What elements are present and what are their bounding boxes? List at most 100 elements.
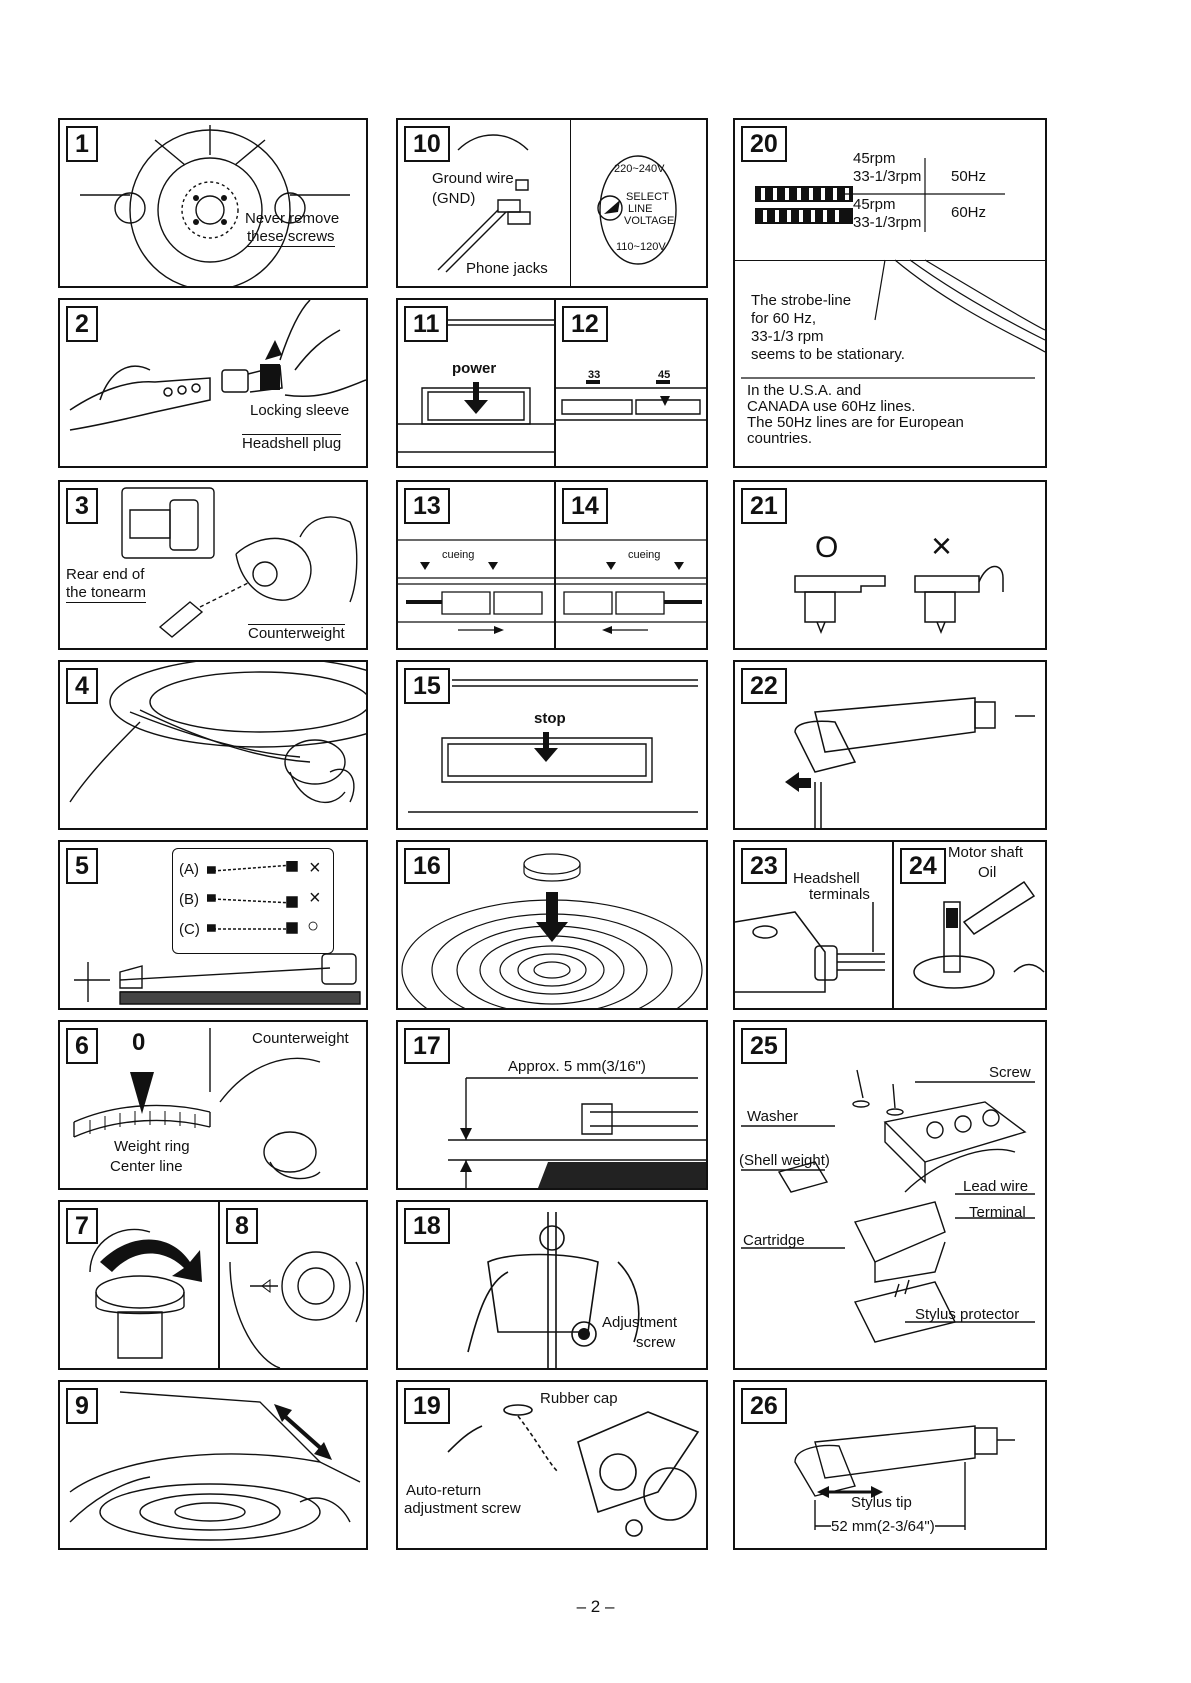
adjustment-screw-label: adjustment screw — [404, 1500, 521, 1517]
screw-label: Screw — [989, 1064, 1031, 1081]
phone-jacks-label: Phone jacks — [466, 260, 548, 277]
clearance-label: Approx. 5 mm(3/16") — [508, 1058, 646, 1075]
voltage-selector-area — [570, 120, 706, 286]
stylus-tip-label: Stylus tip — [851, 1494, 912, 1511]
option-b-mark: × — [309, 887, 321, 909]
cueing-down-illustration — [556, 482, 708, 634]
cueing-label: cueing — [628, 549, 661, 561]
divider — [735, 260, 1045, 261]
never-remove-label: Never remove — [245, 210, 340, 227]
panel-7-8: 7 8 — [58, 1200, 368, 1370]
panel-23-24: 23 Headshell terminals 24 Motor shaft Oi… — [733, 840, 1047, 1010]
strobe-60hz-45-label: 45rpm — [853, 196, 896, 213]
step-number: 26 — [741, 1388, 787, 1424]
panel-13-14: 13 cueing 14 cueing — [396, 480, 708, 650]
record-adapter-illustration — [398, 842, 706, 1008]
headshell-plug-label: Headshell plug — [242, 434, 342, 452]
panel-7: 7 — [60, 1202, 218, 1368]
option-c-mark: ○ — [307, 915, 320, 937]
step-number: 9 — [66, 1388, 98, 1424]
freq-50hz-label: 50Hz — [951, 168, 987, 185]
step-number: 12 — [562, 306, 608, 342]
panel-4: 4 — [58, 660, 368, 830]
counterweight-label: Counterweight — [252, 1030, 349, 1047]
step-number: 1 — [66, 126, 98, 162]
adjustment-label: Adjustment — [602, 1314, 678, 1331]
dial-illustration — [220, 1202, 368, 1368]
arm-height-box: (A) × (B) × (C) ○ — [172, 848, 334, 954]
option-b-label: (B) — [179, 891, 199, 908]
panel-17: 17 Approx. 5 mm(3/16") — [396, 1020, 708, 1190]
panel-22: 22 — [733, 660, 1047, 830]
strobe-60hz-33-label: 33-1/3rpm — [853, 214, 922, 231]
speed-buttons-illustration — [556, 380, 708, 466]
step-number: 5 — [66, 848, 98, 884]
panel-11: 11 power — [398, 300, 554, 466]
panel-9: 9 — [58, 1380, 368, 1550]
tonearm-mount-illustration — [60, 662, 366, 828]
step-number: 24 — [900, 848, 946, 884]
rear-end-label: Rear end of — [66, 566, 145, 583]
strobe-marks-illustration — [735, 120, 1045, 466]
panel-12: 12 33 45 — [554, 300, 706, 466]
option-a-mark: × — [309, 857, 321, 879]
stylus-brush-illustration — [785, 662, 1045, 828]
step-number: 21 — [741, 488, 787, 524]
step-number: 3 — [66, 488, 98, 524]
voltage-high-label: 220~240V — [614, 163, 665, 175]
speed-45-label: 45 — [658, 369, 671, 381]
dust-cover-illustration — [60, 1382, 366, 1548]
step-number: 7 — [66, 1208, 98, 1244]
knob-turn-illustration — [60, 1202, 202, 1368]
panel-26: 26 Stylus tip 52 mm(2-3/64") — [733, 1380, 1047, 1550]
weight-ring-label: Weight ring — [114, 1138, 190, 1155]
step-number: 22 — [741, 668, 787, 704]
power-button-illustration — [398, 300, 554, 466]
panel-14: 14 cueing — [554, 482, 706, 648]
rubber-cap-label: Rubber cap — [540, 1390, 618, 1407]
speed-33-label: 33 — [588, 369, 601, 381]
auto-return-label: Auto-return — [406, 1482, 482, 1499]
step-number: 17 — [404, 1028, 450, 1064]
panel-25: 25 Screw Washer (Shell weight) Lead wire… — [733, 1020, 1047, 1370]
strobe-note-line-4: seems to be stationary. — [751, 346, 905, 363]
panel-24: 24 Motor shaft Oil — [892, 842, 1045, 1008]
option-a-label: (A) — [179, 861, 199, 878]
panel-1: 1 Never remove these screws — [58, 118, 368, 288]
phone-jacks-illustration — [398, 120, 706, 286]
these-screws-label: these screws — [247, 228, 335, 247]
option-c-label: (C) — [179, 921, 200, 938]
usa-note-line-3: The 50Hz lines are for European — [747, 414, 964, 431]
step-number: 14 — [562, 488, 608, 524]
auto-return-illustration — [398, 1382, 706, 1548]
panel-11-12: 11 power 12 33 45 — [396, 298, 708, 468]
screw-label: screw — [636, 1334, 676, 1351]
usa-note-line-1: In the U.S.A. and — [747, 382, 862, 399]
panel-20: 20 45rpm 33-1/3rpm 45rpm 33-1/3rpm 50Hz … — [733, 118, 1047, 468]
step-number: 15 — [404, 668, 450, 704]
panel-23: 23 Headshell terminals — [735, 842, 892, 1008]
step-number: 23 — [741, 848, 787, 884]
counterweight-label: Counterweight — [248, 624, 345, 642]
wrong-mark: × — [931, 525, 953, 566]
panel-2: 2 Locking sleeve Headshell plug — [58, 298, 368, 468]
headshell-label: Headshell — [793, 870, 860, 887]
zero-mark-label: 0 — [132, 1029, 146, 1056]
step-number: 6 — [66, 1028, 98, 1064]
terminal-label: Terminal — [969, 1204, 1026, 1221]
strobe-note-line-3: 33-1/3 rpm — [751, 328, 824, 345]
adjustment-screw-illustration — [398, 1202, 706, 1368]
lead-wire-label: Lead wire — [963, 1178, 1029, 1195]
stylus-protector-label: Stylus protector — [915, 1306, 1020, 1323]
terminals-label: terminals — [809, 886, 870, 903]
platter-screws-illustration — [60, 120, 366, 286]
step-number: 19 — [404, 1388, 450, 1424]
overhang-measure-label: 52 mm(2-3/64") — [831, 1518, 935, 1536]
voltage-label: VOLTAGE — [624, 215, 675, 227]
panel-5: 5 (A) × (B) × (C) ○ — [58, 840, 368, 1010]
strobe-50hz-45-label: 45rpm — [853, 150, 896, 167]
ground-wire-label: Ground wire — [432, 170, 514, 187]
panel-13: 13 cueing — [398, 482, 554, 648]
stop-button-illustration — [398, 662, 706, 828]
washer-label: Washer — [747, 1108, 799, 1125]
